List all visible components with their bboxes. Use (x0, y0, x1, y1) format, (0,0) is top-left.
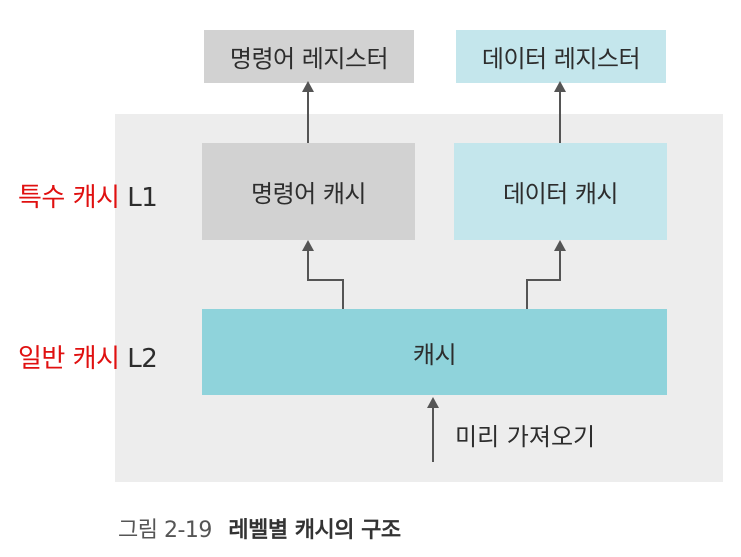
arrowhead-data-cache (554, 240, 566, 251)
instruction-cache-box: 명령어 캐시 (202, 143, 415, 240)
figure-caption: 그림 2-19 레벨별 캐시의 구조 (118, 512, 401, 544)
data-cache-label: 데이터 캐시 (502, 180, 619, 208)
arrow-cache-to-data-cache (526, 248, 561, 309)
figure-number: 그림 2-19 (118, 518, 212, 543)
data-register-box: 데이터 레지스터 (456, 30, 666, 83)
data-cache-box: 데이터 캐시 (454, 143, 667, 240)
arrowhead-cache (427, 397, 439, 408)
arrowhead-instruction-register (302, 81, 314, 92)
instruction-cache-label: 명령어 캐시 (250, 180, 367, 208)
l1-name: 특수 캐시 (18, 183, 120, 213)
l2-cache-label: 캐시 (412, 340, 457, 369)
arrowhead-instruction-cache (302, 240, 314, 251)
arrowhead-data-register (554, 81, 566, 92)
l1-level: L1 (127, 183, 158, 213)
arrow-cache-to-instruction-cache (307, 248, 344, 309)
l2-cache-box: 캐시 (202, 309, 667, 395)
instruction-register-label: 명령어 레지스터 (229, 45, 389, 73)
l2-level: L2 (127, 344, 158, 374)
data-register-label: 데이터 레지스터 (481, 45, 641, 73)
figure-title: 레벨별 캐시의 구조 (228, 518, 401, 543)
prefetch-label: 미리 가져오기 (455, 423, 596, 451)
l2-name: 일반 캐시 (18, 344, 120, 374)
l1-side-label: 특수 캐시 L1 (18, 177, 158, 214)
instruction-register-box: 명령어 레지스터 (204, 30, 414, 83)
l2-side-label: 일반 캐시 L2 (18, 338, 158, 375)
